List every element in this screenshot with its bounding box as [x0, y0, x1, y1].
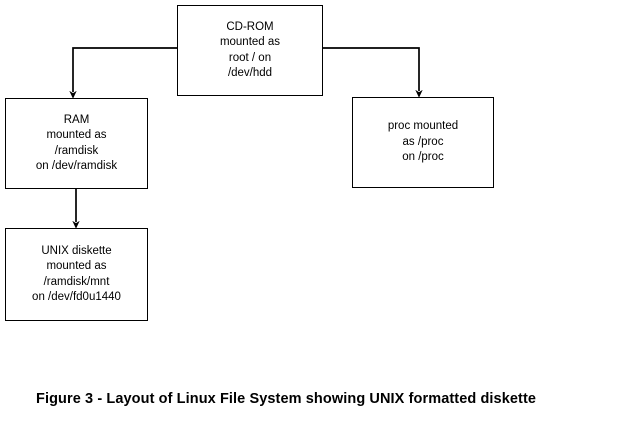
node-ram-line-4: on /dev/ramdisk — [35, 160, 118, 172]
node-ram-line-1: RAM — [63, 113, 90, 126]
node-cdrom: CD-ROM mounted as root / on /dev/hdd — [177, 5, 323, 96]
node-unix-diskette: UNIX diskette mounted as /ramdisk/mnt on… — [5, 228, 148, 321]
node-proc: proc mounted as /proc on /proc — [352, 97, 494, 188]
figure-caption: Figure 3 - Layout of Linux File System s… — [36, 391, 537, 407]
node-proc-line-3: on /proc — [402, 151, 444, 164]
node-cdrom-line-4: /dev/hdd — [227, 67, 273, 79]
node-proc-line-2: as /proc — [402, 135, 444, 148]
node-cdrom-line-1: CD-ROM — [226, 20, 274, 33]
node-ram: RAM mounted as /ramdisk on /dev/ramdisk — [5, 98, 148, 189]
node-unix-line-4: on /dev/fd0u1440 — [32, 291, 121, 303]
node-proc-line-1: proc mounted — [387, 120, 459, 133]
node-ram-line-3: /ramdisk — [54, 144, 99, 157]
node-unix-line-2: mounted as — [46, 260, 107, 272]
node-cdrom-line-3: root / on — [228, 51, 272, 64]
node-unix-line-3: /ramdisk/mnt — [43, 275, 110, 288]
node-cdrom-line-2: mounted as — [219, 36, 281, 48]
node-unix-line-1: UNIX diskette — [41, 244, 112, 257]
node-ram-line-2: mounted as — [46, 129, 107, 141]
connector-cdrom-to-proc — [323, 47, 423, 98]
connector-cdrom-to-ram — [69, 47, 177, 99]
